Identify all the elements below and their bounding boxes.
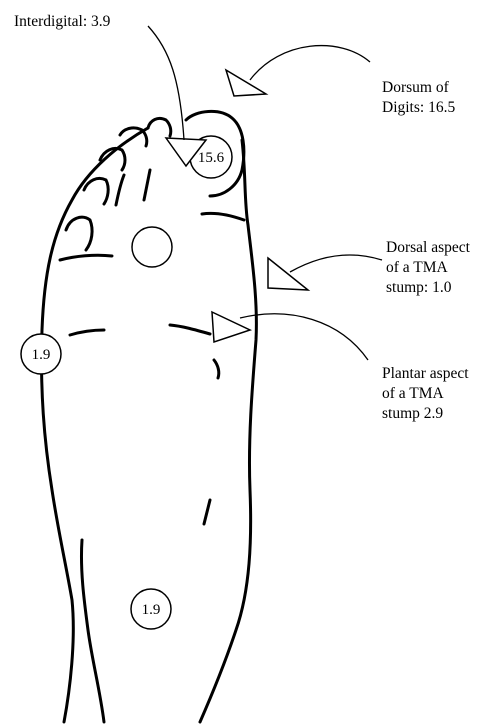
plantar-tma-leader xyxy=(240,314,368,360)
hallux-value: 15.6 xyxy=(198,150,225,166)
foot-outline-lateral xyxy=(200,140,256,722)
dorsal-tma-leader xyxy=(290,255,382,272)
dorsum-digits-leader xyxy=(250,46,370,80)
heel-curve xyxy=(81,540,104,722)
toe-outline xyxy=(66,217,92,250)
dorsal-tma-arrowhead xyxy=(268,258,308,290)
toe-outline xyxy=(84,178,108,204)
sole-crease xyxy=(204,500,210,524)
interdigital-label: Interdigital: 3.9 xyxy=(14,12,110,32)
interdigital-leader xyxy=(148,26,184,140)
sole-crease xyxy=(202,213,244,220)
dorsum-digits-arrowhead xyxy=(226,70,266,96)
sole-crease xyxy=(116,175,124,205)
heel-value: 1.9 xyxy=(142,602,161,618)
sole-crease xyxy=(144,170,150,200)
toe-outline xyxy=(148,118,171,136)
lateral-border-value: 1.9 xyxy=(32,347,51,363)
plantar-tma-label: Plantar aspect of a TMA stump 2.9 xyxy=(382,364,469,424)
sole-crease xyxy=(170,325,210,334)
sole-crease xyxy=(70,330,104,335)
dorsum-digits-label: Dorsum of Digits: 16.5 xyxy=(382,78,455,118)
sole-crease xyxy=(214,360,219,378)
foot-outline-medial xyxy=(41,128,148,722)
sole-crease xyxy=(60,255,112,260)
dorsal-tma-label: Dorsal aspect of a TMA stump: 1.0 xyxy=(386,238,470,298)
metatarsal-site-circle xyxy=(132,227,172,267)
